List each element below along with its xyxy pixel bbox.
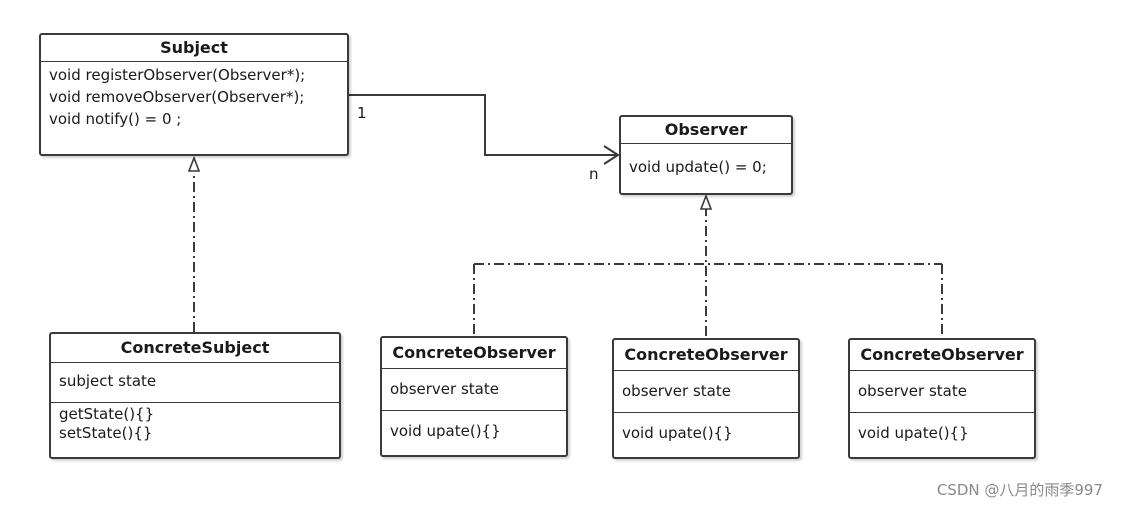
attribute: observer state: [390, 380, 499, 398]
class-concrete-subject-title: ConcreteSubject: [51, 334, 339, 363]
realization-arrowhead-subject: [187, 155, 201, 172]
class-concrete-subject[interactable]: ConcreteSubject subject state getState()…: [49, 332, 341, 459]
class-concrete-observer-title: ConcreteObserver: [614, 340, 798, 371]
class-subject[interactable]: Subject void registerObserver(Observer*)…: [39, 33, 349, 156]
method: void notify() = 0 ;: [49, 110, 182, 128]
watermark: CSDN @八月的雨季997: [936, 481, 1103, 499]
class-concrete-observer-attributes: observer state: [850, 371, 1034, 412]
class-concrete-observer-title: ConcreteObserver: [382, 338, 566, 369]
class-concrete-observer[interactable]: ConcreteObserver observer state void upa…: [380, 336, 568, 457]
class-concrete-observer[interactable]: ConcreteObserver observer state void upa…: [612, 338, 800, 459]
association-line: [349, 94, 618, 156]
class-concrete-observer-methods: void upate(){}: [614, 412, 798, 446]
attribute: subject state: [59, 372, 157, 390]
attribute: observer state: [622, 382, 731, 400]
class-subject-title: Subject: [41, 35, 347, 62]
method: void removeObserver(Observer*);: [49, 88, 305, 106]
method: void upate(){}: [858, 424, 969, 442]
multiplicity-subject: 1: [357, 104, 367, 122]
method: getState(){}: [59, 405, 155, 423]
class-subject-methods: void registerObserver(Observer*); void r…: [41, 62, 347, 132]
realization-arrowhead-observer: [699, 193, 713, 210]
method: void upate(){}: [390, 422, 501, 440]
association-arrowhead: [603, 145, 620, 165]
class-observer[interactable]: Observer void update() = 0;: [619, 115, 793, 195]
attribute: observer state: [858, 382, 967, 400]
class-concrete-observer-methods: void upate(){}: [850, 412, 1034, 446]
class-concrete-subject-methods: getState(){} setState(){}: [51, 402, 339, 445]
class-observer-title: Observer: [621, 117, 791, 144]
class-concrete-observer-attributes: observer state: [382, 369, 566, 410]
class-concrete-observer-methods: void upate(){}: [382, 410, 566, 444]
method: void registerObserver(Observer*);: [49, 66, 306, 84]
method: setState(){}: [59, 424, 153, 442]
class-concrete-observer[interactable]: ConcreteObserver observer state void upa…: [848, 338, 1036, 459]
class-concrete-subject-attributes: subject state: [51, 363, 339, 402]
method: void upate(){}: [622, 424, 733, 442]
class-concrete-observer-title: ConcreteObserver: [850, 340, 1034, 371]
class-concrete-observer-attributes: observer state: [614, 371, 798, 412]
class-observer-methods: void update() = 0;: [621, 144, 791, 180]
multiplicity-observer: n: [589, 165, 599, 183]
method: void update() = 0;: [629, 158, 767, 176]
